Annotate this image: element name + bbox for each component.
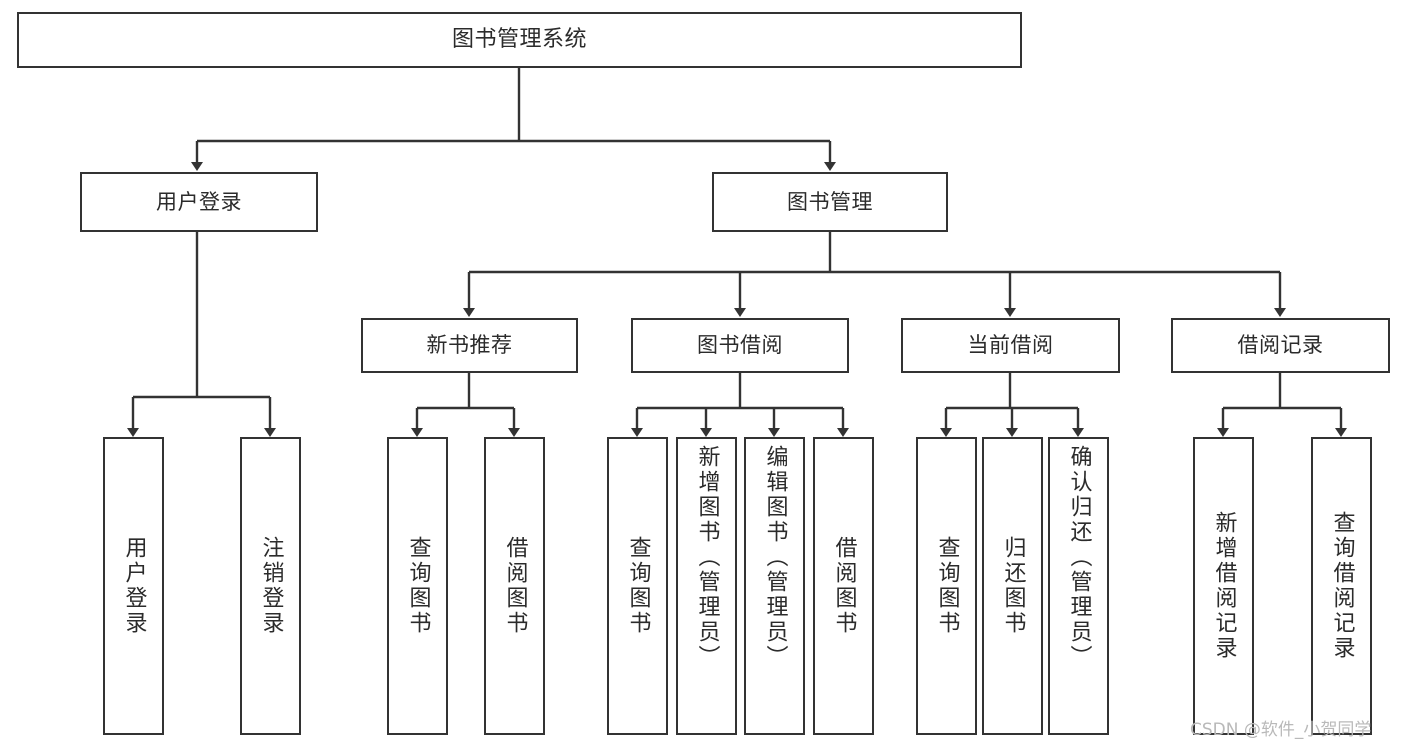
csdn-watermark: CSDN @软件_小贺同学 [1190, 720, 1372, 740]
leaf-new-book-query-book[interactable]: 查询图书 [387, 437, 448, 735]
leaf-book-borrow-edit-book-admin[interactable]: 编辑图书（管理员） [744, 437, 805, 735]
node-label: 图书管理 [787, 189, 873, 214]
node-borrowing-record[interactable]: 借阅记录 [1171, 318, 1390, 373]
node-label: 查询图书 [934, 536, 960, 636]
node-label: 用户登录 [121, 536, 147, 636]
leaf-borrow-record-query-record[interactable]: 查询借阅记录 [1311, 437, 1372, 735]
node-book-management[interactable]: 图书管理 [712, 172, 948, 232]
leaf-current-borrow-return-book[interactable]: 归还图书 [982, 437, 1043, 735]
node-label: 注销登录 [258, 536, 284, 636]
node-label: 借阅记录 [1237, 333, 1324, 358]
node-root-book-management-system[interactable]: 图书管理系统 [17, 12, 1022, 68]
node-current-borrowing[interactable]: 当前借阅 [901, 318, 1120, 373]
leaf-new-book-borrow-book[interactable]: 借阅图书 [484, 437, 545, 735]
leaf-current-borrow-query-book[interactable]: 查询图书 [916, 437, 977, 735]
node-new-book-recommendation[interactable]: 新书推荐 [361, 318, 578, 373]
node-label: 用户登录 [156, 189, 242, 214]
leaf-book-borrow-query-book[interactable]: 查询图书 [607, 437, 668, 735]
node-label: 借阅图书 [502, 536, 528, 636]
node-user-login[interactable]: 用户登录 [80, 172, 318, 232]
node-label: 归还图书 [1000, 536, 1026, 636]
node-label: 查询借阅记录 [1329, 511, 1355, 661]
node-label: 图书管理系统 [451, 27, 587, 53]
node-label: 借阅图书 [831, 536, 857, 636]
node-book-borrowing[interactable]: 图书借阅 [631, 318, 849, 373]
node-label: 查询图书 [625, 536, 651, 636]
node-label: 确认归还（管理员） [1066, 445, 1092, 670]
leaf-borrow-record-add-record[interactable]: 新增借阅记录 [1193, 437, 1254, 735]
leaf-user-login-logout[interactable]: 注销登录 [240, 437, 301, 735]
leaf-book-borrow-borrow-book[interactable]: 借阅图书 [813, 437, 874, 735]
node-label: 新增图书（管理员） [694, 445, 720, 670]
node-label: 查询图书 [405, 536, 431, 636]
node-label: 编辑图书（管理员） [762, 445, 788, 670]
leaf-book-borrow-add-book-admin[interactable]: 新增图书（管理员） [676, 437, 737, 735]
node-label: 新增借阅记录 [1211, 511, 1237, 661]
node-label: 当前借阅 [967, 333, 1054, 358]
node-label: 图书借阅 [697, 333, 783, 358]
leaf-current-borrow-confirm-return-admin[interactable]: 确认归还（管理员） [1048, 437, 1109, 735]
leaf-user-login-login[interactable]: 用户登录 [103, 437, 164, 735]
node-label: 新书推荐 [426, 333, 513, 358]
